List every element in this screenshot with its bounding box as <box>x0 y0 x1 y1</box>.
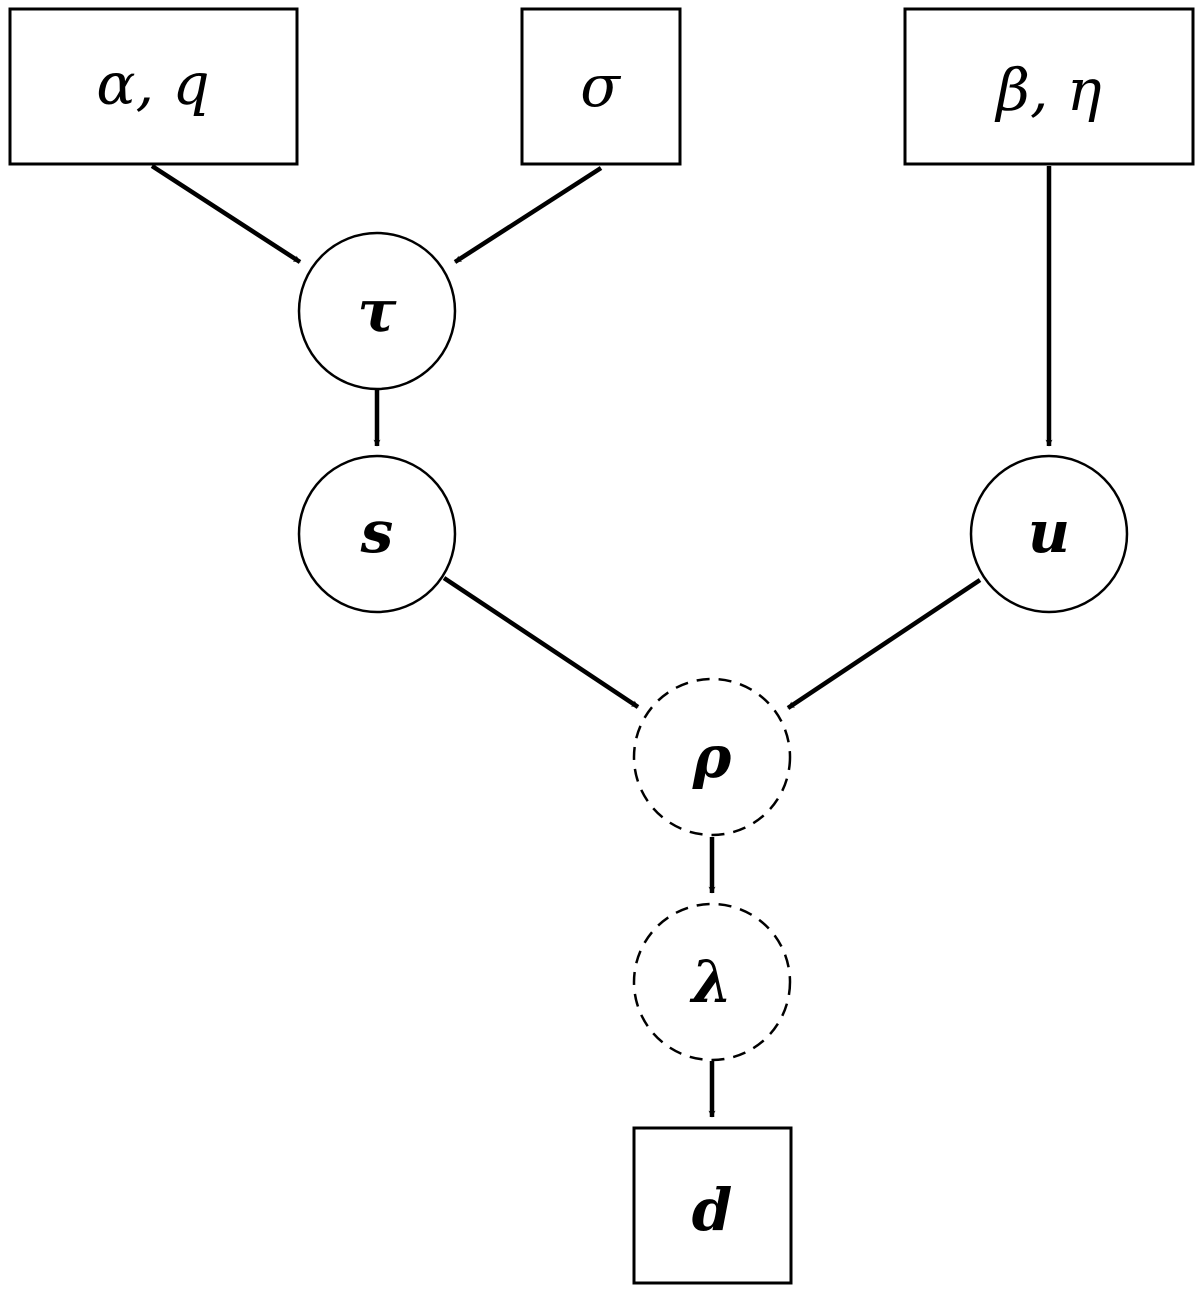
node-label-u: u <box>1028 498 1070 566</box>
edge-s-to-rho <box>442 576 640 709</box>
node-u: u <box>969 454 1129 614</box>
node-label-rho: ρ <box>692 723 732 791</box>
param-label-sigma: σ <box>580 52 621 120</box>
param-label-beta-eta: β, η <box>994 56 1101 124</box>
node-label-s: s <box>360 498 394 566</box>
param-label-alpha-q: α, q <box>96 50 209 118</box>
param-box-beta-eta: β, η <box>903 7 1195 166</box>
param-box-sigma: σ <box>520 7 682 166</box>
observed-label-d: d <box>692 1176 733 1244</box>
param-box-alpha-q: α, q <box>8 7 299 166</box>
node-label-tau: τ <box>357 277 397 345</box>
edge-alpha-q-to-tau <box>150 164 302 264</box>
node-s: s <box>297 454 457 614</box>
edge-sigma-to-tau <box>453 166 603 264</box>
node-label-lambda: λ <box>689 948 733 1016</box>
edges-layer <box>150 164 1053 1118</box>
node-tau: τ <box>297 231 457 391</box>
edge-u-to-rho <box>786 578 982 710</box>
node-lambda: λ <box>632 902 792 1062</box>
observed-box-d: d <box>632 1126 793 1285</box>
node-rho: ρ <box>632 677 792 837</box>
